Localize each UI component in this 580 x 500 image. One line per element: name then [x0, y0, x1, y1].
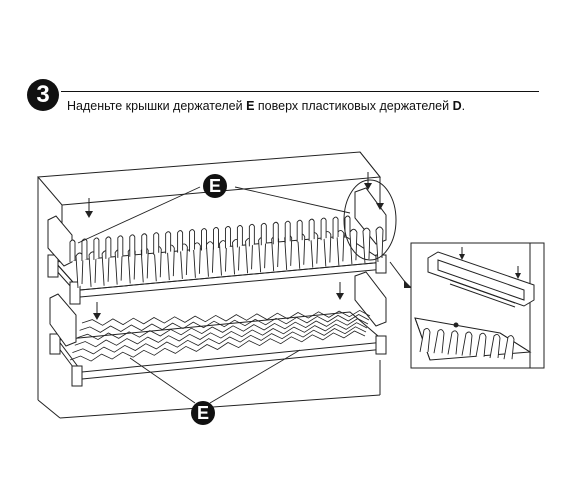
step-divider: [61, 91, 539, 92]
instruction-part-2: поверх пластиковых держателей: [254, 99, 453, 113]
basket-wire-grid: [69, 309, 371, 362]
callout-leaders: [77, 186, 351, 404]
detail-highlight-circle: [343, 179, 397, 261]
label-e: E: [246, 99, 255, 113]
label-d: D: [452, 99, 462, 113]
lower-basket-rack: [49, 271, 387, 387]
detail-inset: [410, 242, 545, 369]
step-number-badge: 3: [27, 79, 59, 111]
down-arrow-icons: [85, 172, 384, 320]
inset-down-arrow-icons: [459, 247, 521, 279]
inset-rack-tines: [419, 327, 515, 360]
instruction-part-3: .: [461, 99, 466, 113]
instruction-part-1: Наденьте крышки держателей: [67, 99, 247, 113]
plate-rack-tines: [69, 215, 384, 289]
callout-e-bottom: E: [191, 401, 215, 425]
instruction-text: Наденьте крышки держателей E поверх плас…: [67, 99, 465, 113]
upper-plate-rack: [47, 187, 387, 305]
callout-e-top: E: [203, 174, 227, 198]
